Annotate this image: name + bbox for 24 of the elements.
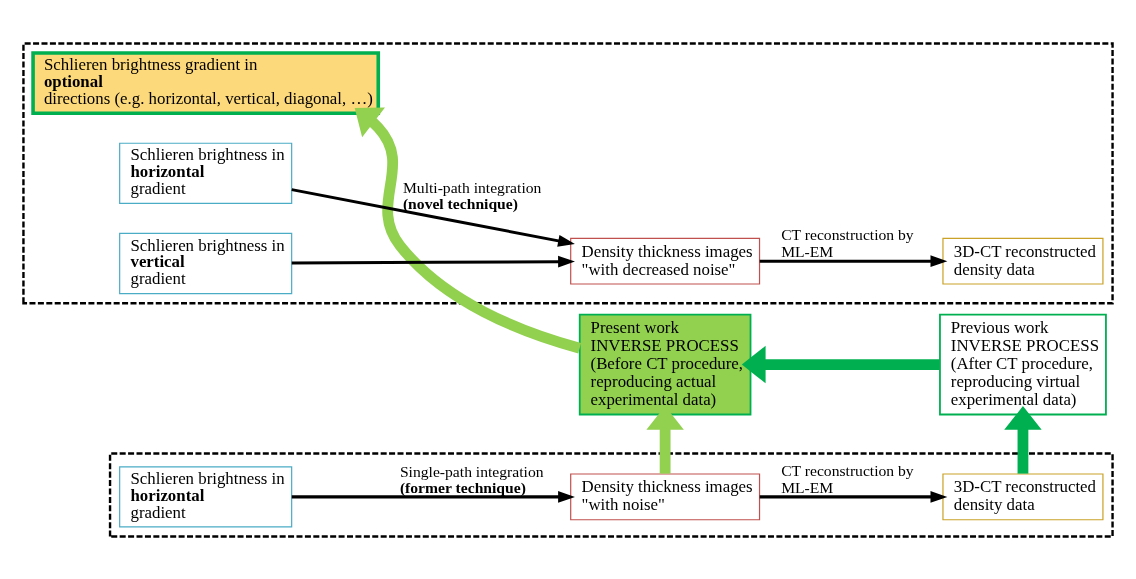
arrow xyxy=(354,107,582,353)
node-box: Schlieren brightness in horizontal gradient xyxy=(119,465,293,528)
arrow xyxy=(291,187,575,247)
node-box: 3D-CT reconstructed density data xyxy=(942,237,1104,285)
arrow xyxy=(759,490,948,503)
arrow xyxy=(291,255,575,268)
arrow xyxy=(759,254,948,267)
arrow xyxy=(291,490,575,503)
node-box: Schlieren brightness gradient in optional directions (e.g. horizontal, vertical, diagonal, …) xyxy=(31,50,381,115)
node-box: Density thickness images "with decreased noise" xyxy=(570,237,761,285)
node-box: Schlieren brightness in horizontal gradient xyxy=(119,142,293,204)
edge-label: Single-path integration (former technique) xyxy=(399,462,544,496)
node-box: Schlieren brightness in vertical gradient xyxy=(119,232,293,294)
node-box: Density thickness images "with noise" xyxy=(570,472,761,520)
node-box: Previous work INVERSE PROCESS (After CT procedure, reproducing virtual experimental data) xyxy=(939,313,1107,415)
cluster xyxy=(22,41,1114,304)
node-box: 3D-CT reconstructed density data xyxy=(942,472,1104,520)
node-box: Present work INVERSE PROCESS (Before CT procedure, reproducing actual experimental data) xyxy=(578,313,752,415)
edge-label: CT reconstruction by ML-EM xyxy=(781,461,914,496)
cluster xyxy=(108,451,1114,538)
edge-label: Multi-path integration (novel technique) xyxy=(402,178,542,212)
edge-label: CT reconstruction by ML-EM xyxy=(781,225,914,260)
arrow xyxy=(1004,405,1042,474)
arrow xyxy=(741,345,940,383)
